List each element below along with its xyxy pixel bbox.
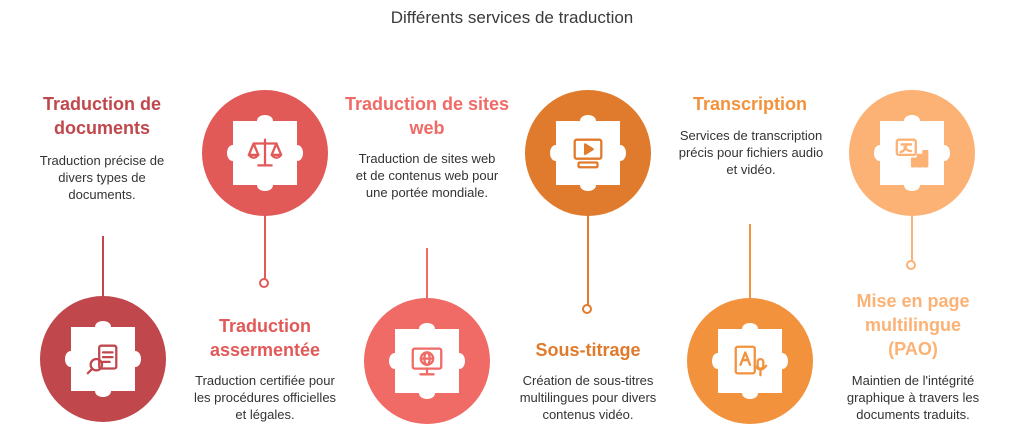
- connector-dot-sworn: [259, 278, 269, 288]
- audio-transcript-icon: [734, 345, 768, 377]
- puzzle-piece-icon: [389, 323, 465, 399]
- connector-dot-subtitles: [582, 304, 592, 314]
- connector-subtitles: [587, 215, 589, 305]
- service-desc-subtitles: Création de sous-titres multilingues pou…: [519, 373, 657, 422]
- service-title-subtitles: Sous-titrage: [535, 340, 641, 360]
- connector-documents: [102, 236, 104, 302]
- connector-pao: [911, 215, 913, 261]
- service-desc-transcription: Services de transcription précis pour fi…: [678, 128, 824, 177]
- connector-dot-pao: [906, 260, 916, 270]
- puzzle-piece-icon: [712, 323, 788, 399]
- translate-layout-icon: [895, 138, 929, 168]
- service-circle-sworn: [202, 90, 328, 216]
- service-desc-pao: Maintien de l'intégrité graphique à trav…: [846, 373, 980, 422]
- connector-sworn: [264, 215, 266, 279]
- service-title-documents: Traduction de documents: [42, 94, 161, 138]
- puzzle-piece-icon: [65, 321, 141, 397]
- service-desc-documents: Traduction précise de divers types de do…: [39, 153, 165, 202]
- globe-monitor-icon: [411, 347, 443, 376]
- service-circle-web: [364, 298, 490, 424]
- connector-web: [426, 248, 428, 304]
- puzzle-piece-icon: [874, 115, 950, 191]
- service-circle-subtitles: [525, 90, 651, 216]
- service-title-sworn: Traduction assermentée: [209, 316, 321, 360]
- service-title-web: Traduction de sites web: [344, 94, 510, 138]
- service-circle-transcription: [687, 298, 813, 424]
- diagram-title: Différents services de traduction: [390, 8, 634, 27]
- service-circle-pao: [849, 90, 975, 216]
- service-desc-sworn: Traduction certifiée pour les procédures…: [193, 373, 337, 422]
- service-desc-web: Traduction de sites web et de contenus w…: [355, 151, 499, 200]
- video-player-icon: [573, 138, 603, 169]
- document-search-icon: [86, 344, 118, 375]
- service-circle-documents: [40, 296, 166, 422]
- service-title-transcription: Transcription: [692, 94, 808, 114]
- service-title-pao: Mise en page multilingue (PAO): [856, 291, 970, 359]
- connector-transcription: [749, 224, 751, 304]
- scales-icon: [247, 138, 283, 167]
